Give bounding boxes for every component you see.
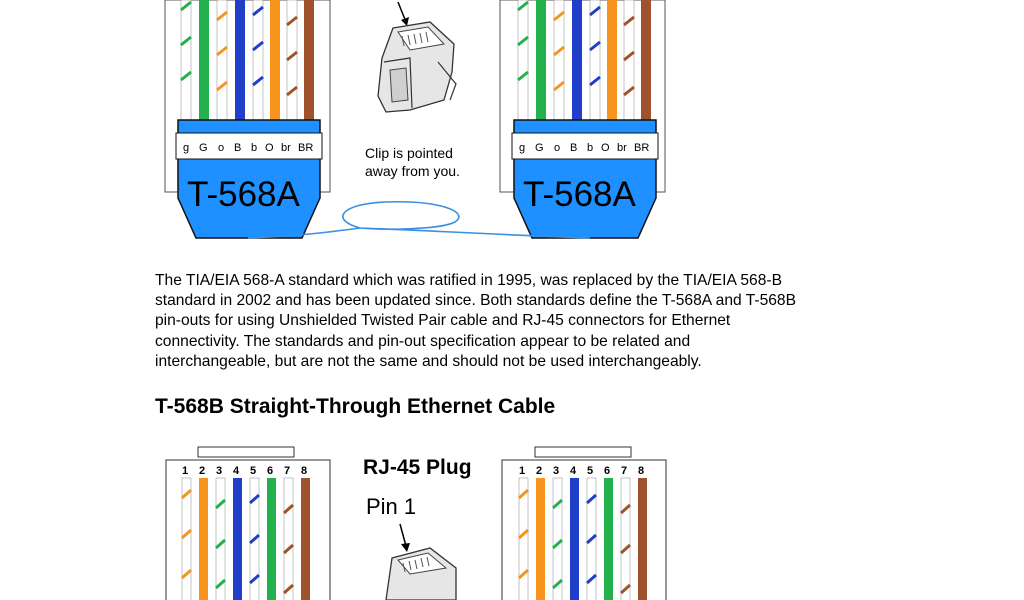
right-connector: g G o B b O br BR T-568A xyxy=(499,0,666,239)
right-pin-strip xyxy=(511,132,659,160)
paragraph-line-4: connectivity. The standards and pin-out … xyxy=(155,332,691,350)
right-pin-strip-label-1: g xyxy=(519,142,525,154)
right-plug-wires xyxy=(518,477,647,600)
left-pin-strip-label-4: B xyxy=(234,142,241,154)
right-pin-number-3: 3 xyxy=(553,465,559,477)
paragraph-line-3: pin-outs for using Unshielded Twisted Pa… xyxy=(155,312,731,330)
left-pin-number-4: 4 xyxy=(233,465,240,477)
right-plug-clip xyxy=(534,446,632,458)
right-pin-strip-label-4: B xyxy=(570,142,577,154)
left-connector-label: T-568A xyxy=(187,175,300,214)
right-pin-number-7: 7 xyxy=(621,465,627,477)
right-pin-number-2: 2 xyxy=(536,465,542,477)
left-pin-number-5: 5 xyxy=(250,465,256,477)
right-pin-strip-label-2: G xyxy=(535,142,544,154)
rj45-plug-icon xyxy=(377,1,457,113)
right-plug: 1 2 3 4 5 6 7 8 xyxy=(501,446,667,600)
t568a-cable-diagram: g G o B b O br BR T-568A g G o B xyxy=(164,0,666,239)
clip-note-line1: Clip is pointed xyxy=(365,145,453,161)
right-pin-number-8: 8 xyxy=(638,465,644,477)
right-pin-strip-label-6: O xyxy=(601,142,610,154)
left-pin-strip-label-5: b xyxy=(251,142,257,154)
section-heading: T-568B Straight-Through Ethernet Cable xyxy=(155,395,556,418)
right-connector-label: T-568A xyxy=(523,175,636,214)
left-pin-strip xyxy=(175,132,323,160)
standards-paragraph: The TIA/EIA 568-A standard which was rat… xyxy=(155,271,875,372)
t568b-straight-through-diagram: 1 2 3 4 5 6 7 8 1 2 3 4 5 6 7 xyxy=(165,446,667,600)
left-pin-number-2: 2 xyxy=(199,465,205,477)
pin1-label: Pin 1 xyxy=(366,494,416,519)
left-pin-number-7: 7 xyxy=(284,465,290,477)
left-pin-strip-label-1: g xyxy=(183,142,189,154)
rj45-plug-small-icon xyxy=(385,523,457,600)
right-pin-number-6: 6 xyxy=(604,465,610,477)
right-connector-wires xyxy=(517,0,651,121)
left-pin-strip-label-6: O xyxy=(265,142,274,154)
right-pin-strip-label-8: BR xyxy=(634,142,649,154)
left-plug-clip xyxy=(197,446,295,458)
left-pin-strip-label-3: o xyxy=(218,142,224,154)
paragraph-line-2: standard in 2002 and has been updated si… xyxy=(155,292,796,310)
paragraph-line-5: interchangeable, but are not the same an… xyxy=(155,352,702,370)
rj45-plug-title: RJ-45 Plug xyxy=(363,456,472,479)
right-pin-number-5: 5 xyxy=(587,465,593,477)
left-pin-strip-label-8: BR xyxy=(298,142,313,154)
cable-icon xyxy=(247,200,591,239)
left-pin-number-8: 8 xyxy=(301,465,307,477)
left-pin-number-1: 1 xyxy=(182,465,188,477)
right-pin-number-1: 1 xyxy=(519,465,525,477)
right-pin-strip-label-3: o xyxy=(554,142,560,154)
left-pin-strip-label-2: G xyxy=(199,142,208,154)
left-pin-strip-label-7: br xyxy=(281,142,291,154)
right-pin-strip-label-5: b xyxy=(587,142,593,154)
left-plug: 1 2 3 4 5 6 7 8 xyxy=(165,446,331,600)
left-pin-number-6: 6 xyxy=(267,465,273,477)
left-plug-wires xyxy=(181,477,310,600)
left-pin-number-3: 3 xyxy=(216,465,222,477)
left-connector: g G o B b O br BR T-568A xyxy=(164,0,331,239)
clip-note-line2: away from you. xyxy=(365,163,460,179)
paragraph-line-1: The TIA/EIA 568-A standard which was rat… xyxy=(155,272,782,289)
right-pin-strip-label-7: br xyxy=(617,142,627,154)
right-pin-number-4: 4 xyxy=(570,465,577,477)
